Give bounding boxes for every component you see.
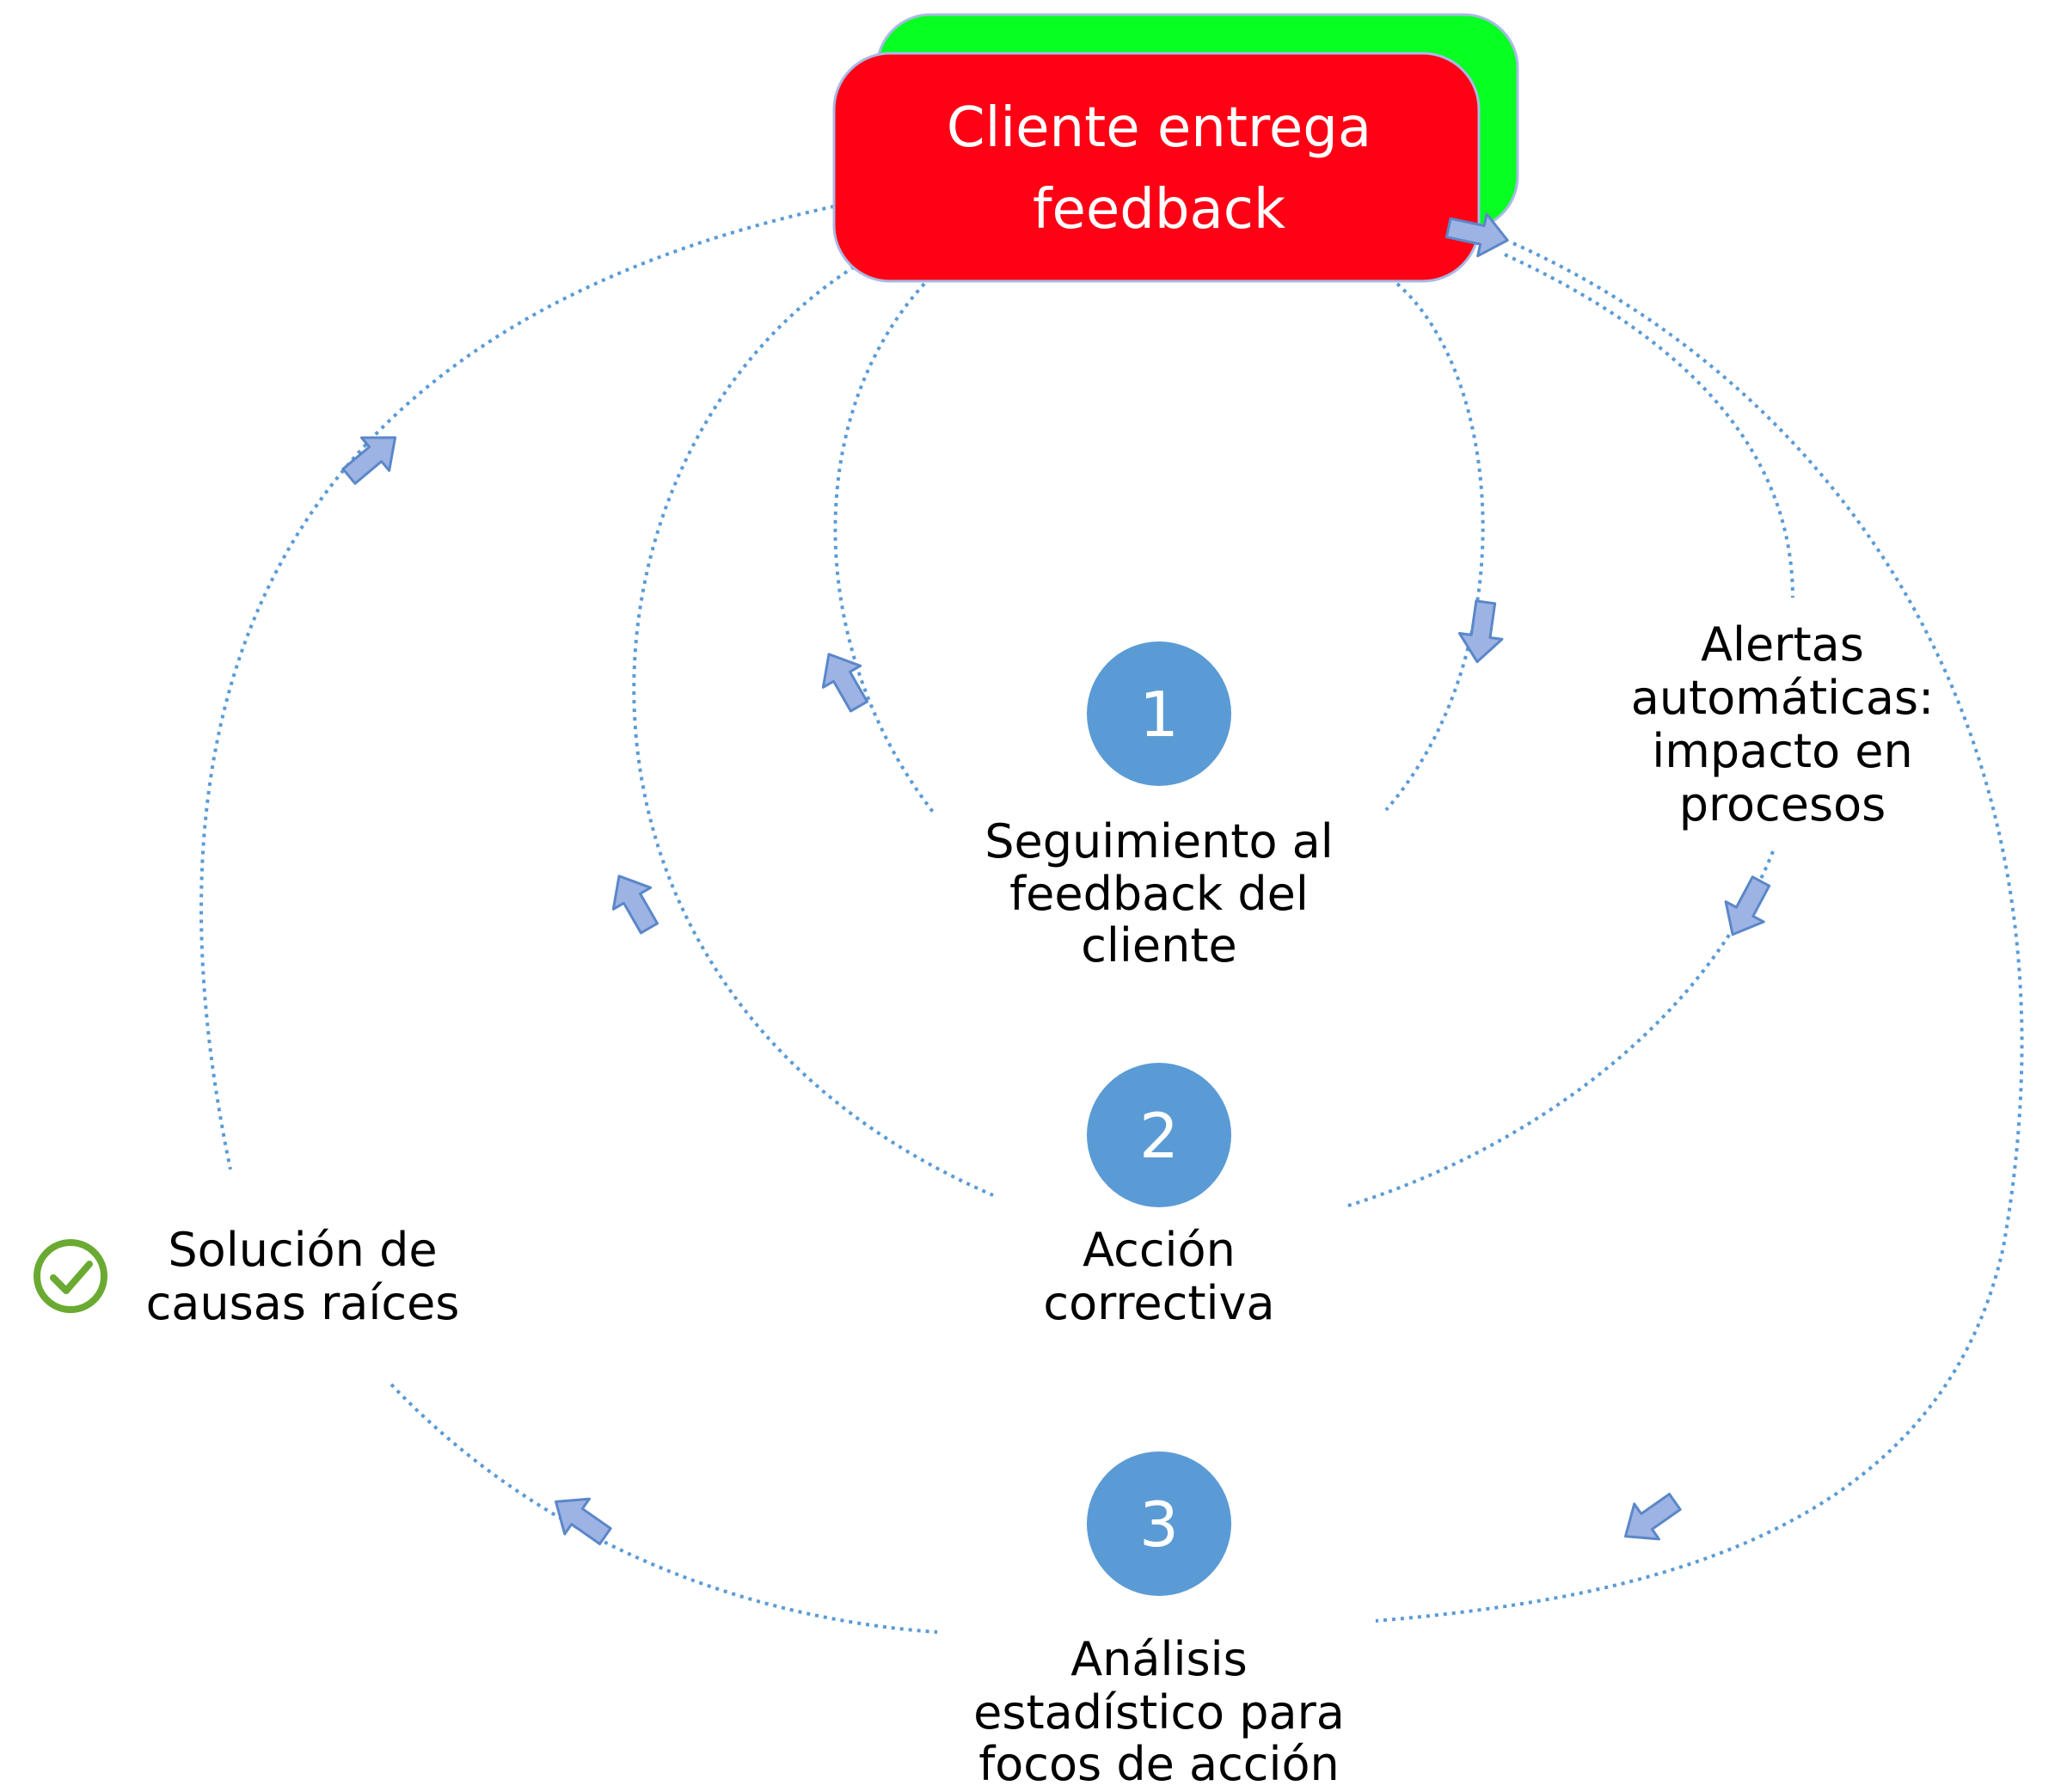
alertas-label: Alertas automáticas: impacto en procesos xyxy=(1631,617,1935,832)
arrow-loop-3-bottom-right xyxy=(1611,1482,1689,1556)
main-box-line-1: Cliente entrega xyxy=(947,96,1371,160)
loop-1-right-arc xyxy=(1384,282,1485,812)
step-2-label-line-2: correctiva xyxy=(1043,1276,1274,1330)
step-3-label-line-1: Análisis xyxy=(1070,1632,1248,1686)
loop-2-lower-right-arc xyxy=(1345,850,1775,1208)
step-3-label-line-2: estadístico para xyxy=(973,1685,1345,1740)
arrow-loop-3-left xyxy=(334,420,411,494)
loop-2-right-arc xyxy=(1504,253,1794,598)
loop-3-left-arc xyxy=(199,205,835,1170)
step-2-circle xyxy=(1087,1063,1231,1207)
step-1-number: 1 xyxy=(1139,678,1179,751)
solucion-line-1: Solución de xyxy=(168,1223,437,1277)
solucion-line-2: causas raíces xyxy=(146,1276,460,1330)
main-box-line-2: feedback xyxy=(1033,178,1285,242)
main-box-front-layer xyxy=(832,52,1481,283)
step-3: 3 Análisis estadístico para focos de acc… xyxy=(973,1451,1345,1791)
solucion-label: Solución de causas raíces xyxy=(34,1223,460,1330)
step-3-label-line-3: focos de acción xyxy=(978,1737,1339,1791)
step-1-label-line-3: cliente xyxy=(1081,918,1237,973)
main-box: Cliente entrega feedback xyxy=(832,13,1519,283)
loop-1-left-arc xyxy=(833,282,937,817)
step-1: 1 Seguimiento al feedback del cliente xyxy=(984,641,1334,973)
arrow-loop-1-right xyxy=(1454,598,1508,666)
arrow-loop-2-right xyxy=(1712,869,1782,947)
arrow-loop-2-left xyxy=(598,863,670,941)
loop-2-left-arc xyxy=(632,261,994,1197)
check-circle-icon xyxy=(34,1239,107,1313)
arrow-loop-1-left xyxy=(808,641,880,719)
alertas-line-3: impacto en xyxy=(1652,724,1913,778)
loop-3-right-arc xyxy=(1375,242,2024,1623)
step-2: 2 Acción correctiva xyxy=(1043,1063,1275,1330)
step-3-circle xyxy=(1087,1451,1231,1596)
alertas-line-2: automáticas: xyxy=(1631,671,1935,725)
step-1-label-line-1: Seguimiento al xyxy=(984,814,1334,868)
alertas-line-1: Alertas xyxy=(1701,617,1864,672)
step-3-number: 3 xyxy=(1139,1488,1179,1561)
step-2-label-line-1: Acción xyxy=(1083,1223,1236,1277)
step-1-circle xyxy=(1087,641,1231,786)
loop-3-bottom-left-arc xyxy=(390,1383,938,1634)
alertas-line-4: procesos xyxy=(1679,777,1886,832)
step-2-number: 2 xyxy=(1139,1100,1179,1172)
step-1-label-line-2: feedback del xyxy=(1009,867,1309,921)
